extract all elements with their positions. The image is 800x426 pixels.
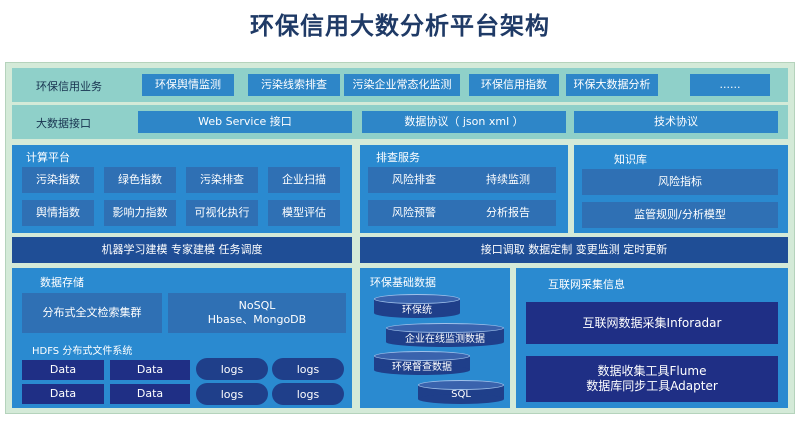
compute-item-6: 影响力指数 bbox=[104, 200, 176, 226]
storage-panel: 数据存储 分布式全文检索集群 NoSQL Hbase、MongoDB HDFS … bbox=[12, 268, 352, 408]
interface-item-protocol: 数据协议（ json xml ） bbox=[362, 111, 566, 133]
adapter-line: 数据库同步工具Adapter bbox=[586, 379, 718, 393]
env-panel: 环保基础数据 环保统 企业在线监测数据 环保督查数据 SQL bbox=[360, 268, 510, 408]
screening-item-4: 分析报告 bbox=[460, 200, 556, 226]
architecture-frame: 环保信用业务 环保舆情监测 污染线索排查 污染企业常态化监测 环保信用指数 环保… bbox=[5, 62, 795, 414]
business-item-2: 污染线索排查 bbox=[248, 74, 340, 96]
env-db-3-label: 环保督查数据 bbox=[392, 361, 452, 373]
flume-adapter-box: 数据收集工具Flume 数据库同步工具Adapter bbox=[526, 356, 778, 402]
interface-item-webservice: Web Service 接口 bbox=[138, 111, 352, 133]
hdfs-label: HDFS 分布式文件系统 bbox=[32, 346, 133, 357]
env-db-1-label: 环保统 bbox=[402, 304, 432, 316]
inforadar-box: 互联网数据采集Inforadar bbox=[526, 302, 778, 344]
logs-cell-3: logs bbox=[196, 383, 268, 405]
env-db-4: SQL bbox=[418, 380, 504, 404]
compute-item-1: 污染指数 bbox=[22, 167, 94, 193]
compute-item-7: 可视化执行 bbox=[186, 200, 258, 226]
screening-title: 排查服务 bbox=[376, 151, 420, 164]
env-db-2: 企业在线监测数据 bbox=[386, 323, 504, 347]
compute-item-5: 舆情指数 bbox=[22, 200, 94, 226]
env-db-1: 环保统 bbox=[374, 294, 460, 318]
logs-cell-1: logs bbox=[196, 358, 268, 380]
env-title: 环保基础数据 bbox=[370, 276, 436, 289]
interface-band: 大数据接口 Web Service 接口 数据协议（ json xml ） 技术… bbox=[12, 105, 788, 139]
interface-item-tech: 技术协议 bbox=[574, 111, 778, 133]
compute-item-8: 模型评估 bbox=[268, 200, 340, 226]
business-item-more: ...... bbox=[690, 74, 770, 96]
page-title: 环保信用大数分析平台架构 bbox=[250, 12, 550, 40]
bar-interface: 接口调取 数据定制 变更监测 定时更新 bbox=[360, 237, 788, 263]
screening-panel: 排查服务 风险排查 持续监测 风险预警 分析报告 bbox=[360, 145, 568, 233]
search-cluster-box: 分布式全文检索集群 bbox=[22, 293, 162, 333]
compute-title: 计算平台 bbox=[26, 151, 70, 164]
bar-modeling: 机器学习建模 专家建模 任务调度 bbox=[12, 237, 352, 263]
screening-item-1: 风险排查 bbox=[368, 167, 460, 193]
logs-cell-4: logs bbox=[272, 383, 344, 405]
interface-label: 大数据接口 bbox=[36, 117, 91, 130]
data-cell-4: Data bbox=[110, 384, 190, 404]
data-cell-2: Data bbox=[110, 360, 190, 380]
internet-panel: 互联网采集信息 互联网数据采集Inforadar 数据收集工具Flume 数据库… bbox=[516, 268, 788, 408]
business-item-1: 环保舆情监测 bbox=[142, 74, 234, 96]
data-cell-3: Data bbox=[22, 384, 104, 404]
nosql-line-2: Hbase、MongoDB bbox=[207, 313, 307, 326]
screening-item-2: 持续监测 bbox=[460, 167, 556, 193]
flume-line: 数据收集工具Flume bbox=[597, 364, 707, 378]
compute-item-2: 绿色指数 bbox=[104, 167, 176, 193]
knowledge-title: 知识库 bbox=[614, 153, 647, 166]
knowledge-panel: 知识库 风险指标 监管规则/分析模型 bbox=[574, 145, 788, 233]
business-label: 环保信用业务 bbox=[36, 80, 102, 93]
business-item-4: 环保信用指数 bbox=[469, 74, 559, 96]
nosql-box: NoSQL Hbase、MongoDB bbox=[168, 293, 346, 333]
env-db-2-label: 企业在线监测数据 bbox=[405, 333, 485, 345]
env-db-4-label: SQL bbox=[451, 388, 471, 400]
business-band: 环保信用业务 环保舆情监测 污染线索排查 污染企业常态化监测 环保信用指数 环保… bbox=[12, 68, 788, 102]
internet-title: 互联网采集信息 bbox=[548, 278, 625, 291]
storage-title: 数据存储 bbox=[40, 276, 84, 289]
nosql-line-1: NoSQL bbox=[238, 299, 276, 313]
knowledge-item-1: 风险指标 bbox=[582, 169, 778, 195]
env-db-3: 环保督查数据 bbox=[374, 351, 470, 375]
knowledge-item-2: 监管规则/分析模型 bbox=[582, 202, 778, 228]
data-cell-1: Data bbox=[22, 360, 104, 380]
business-item-5: 环保大数据分析 bbox=[566, 74, 658, 96]
business-item-3: 污染企业常态化监测 bbox=[344, 74, 460, 96]
screening-item-3: 风险预警 bbox=[368, 200, 460, 226]
compute-panel: 计算平台 污染指数 绿色指数 污染排查 企业扫描 舆情指数 影响力指数 可视化执… bbox=[12, 145, 352, 233]
logs-cell-2: logs bbox=[272, 358, 344, 380]
compute-item-4: 企业扫描 bbox=[268, 167, 340, 193]
compute-item-3: 污染排查 bbox=[186, 167, 258, 193]
